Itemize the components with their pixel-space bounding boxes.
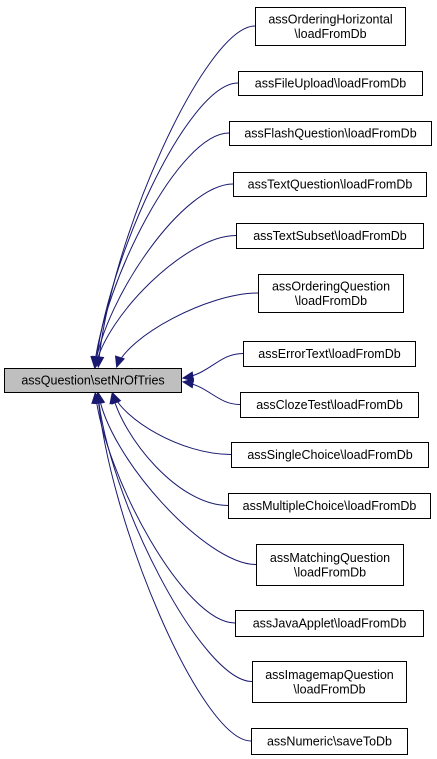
caller-node-label: assErrorText\loadFromDb: [258, 347, 400, 361]
caller-node-label: \loadFromDb: [295, 294, 367, 308]
call-edge-c8: [181, 378, 241, 405]
edge-line: [112, 392, 232, 455]
caller-node-box: [229, 121, 432, 146]
edge-line: [94, 392, 236, 624]
caller-node-label: assOrderingQuestion: [272, 279, 390, 293]
call-edge-c3: [90, 132, 230, 369]
call-edge-c14: [93, 391, 252, 742]
caller-node-box: [258, 274, 404, 313]
caller-node-label: assTextQuestion\loadFromDb: [248, 178, 413, 192]
caller-node-c11[interactable]: assMatchingQuestion\loadFromDb: [256, 544, 404, 586]
edges-layer: [90, 25, 259, 742]
call-edge-c12: [91, 391, 236, 624]
nodes-layer: assQuestion\setNrOfTries assOrderingHoriz…: [4, 7, 432, 755]
caller-node-label: assMultipleChoice\loadFromDb: [243, 499, 417, 513]
caller-node-label: assJavaApplet\loadFromDb: [253, 617, 407, 631]
caller-node-c3[interactable]: assFlashQuestion\loadFromDb: [229, 121, 432, 146]
root-node-box: [4, 368, 182, 393]
edge-line: [95, 82, 239, 368]
caller-node-label: assFileUpload\loadFromDb: [255, 77, 407, 91]
caller-node-c12[interactable]: assJavaApplet\loadFromDb: [235, 610, 424, 637]
caller-node-box: [235, 610, 424, 637]
caller-node-c7[interactable]: assErrorText\loadFromDb: [243, 341, 416, 367]
call-edge-c10: [109, 391, 229, 506]
root-function-node[interactable]: assQuestion\setNrOfTries: [4, 368, 182, 393]
edge-arrowhead: [92, 355, 103, 369]
caller-node-label: assFlashQuestion\loadFromDb: [244, 127, 416, 141]
caller-node-c5[interactable]: assTextSubset\loadFromDb: [236, 223, 424, 249]
caller-node-box: [238, 71, 423, 96]
caller-node-box: [251, 728, 408, 755]
edge-arrowhead: [109, 391, 120, 405]
call-edge-c9: [111, 391, 232, 455]
caller-node-label: assMatchingQuestion: [270, 551, 390, 565]
caller-node-label: assSingleChoice\loadFromDb: [247, 448, 412, 462]
caller-node-c6[interactable]: assOrderingQuestion\loadFromDb: [258, 274, 404, 313]
call-edge-c7: [181, 353, 244, 382]
caller-node-c2[interactable]: assFileUpload\loadFromDb: [238, 71, 423, 96]
edge-line: [116, 292, 259, 368]
caller-node-box: [252, 661, 407, 703]
caller-node-c13[interactable]: assImagemapQuestion\loadFromDb: [252, 661, 407, 703]
edge-arrowhead: [93, 391, 104, 404]
edge-line: [97, 392, 252, 742]
call-edge-c5: [92, 235, 237, 369]
caller-node-label: assClozeTest\loadFromDb: [256, 398, 403, 412]
root-node-label: assQuestion\setNrOfTries: [21, 374, 164, 388]
caller-node-box: [236, 223, 424, 249]
caller-node-box: [255, 7, 406, 46]
caller-node-label: assTextSubset\loadFromDb: [253, 229, 407, 243]
caller-node-c9[interactable]: assSingleChoice\loadFromDb: [231, 442, 429, 468]
caller-node-c1[interactable]: assOrderingHorizontal\loadFromDb: [255, 7, 406, 46]
caller-node-box: [243, 341, 416, 367]
caller-node-box: [228, 493, 431, 519]
caller-node-box: [240, 392, 419, 418]
edge-line: [97, 392, 253, 682]
caller-node-c14[interactable]: assNumeric\saveToDb: [251, 728, 408, 755]
edge-arrowhead: [181, 371, 195, 382]
caller-node-label: assImagemapQuestion: [265, 668, 394, 682]
call-edge-c4: [91, 183, 234, 369]
caller-node-label: assNumeric\saveToDb: [267, 735, 392, 749]
edge-line: [94, 235, 237, 368]
caller-node-box: [233, 172, 427, 197]
caller-node-box: [231, 442, 429, 468]
caller-node-c8[interactable]: assClozeTest\loadFromDb: [240, 392, 419, 418]
caller-node-label: \loadFromDb: [293, 682, 365, 696]
call-edge-c1: [93, 25, 256, 369]
edge-arrowhead: [114, 355, 125, 369]
edge-arrowhead: [181, 378, 195, 389]
caller-node-c4[interactable]: assTextQuestion\loadFromDb: [233, 172, 427, 197]
call-edge-c2: [91, 82, 239, 369]
edge-line: [111, 392, 229, 506]
caller-node-label: \loadFromDb: [294, 27, 366, 41]
caller-node-label: \loadFromDb: [294, 565, 366, 579]
edge-line: [97, 392, 257, 565]
caller-node-label: assOrderingHorizontal: [268, 12, 392, 26]
caller-node-box: [256, 544, 404, 586]
edge-line: [93, 132, 230, 368]
edge-line: [94, 183, 234, 368]
call-edge-c13: [93, 391, 253, 682]
caller-node-c10[interactable]: assMultipleChoice\loadFromDb: [228, 493, 431, 519]
call-edge-c6: [114, 292, 259, 369]
